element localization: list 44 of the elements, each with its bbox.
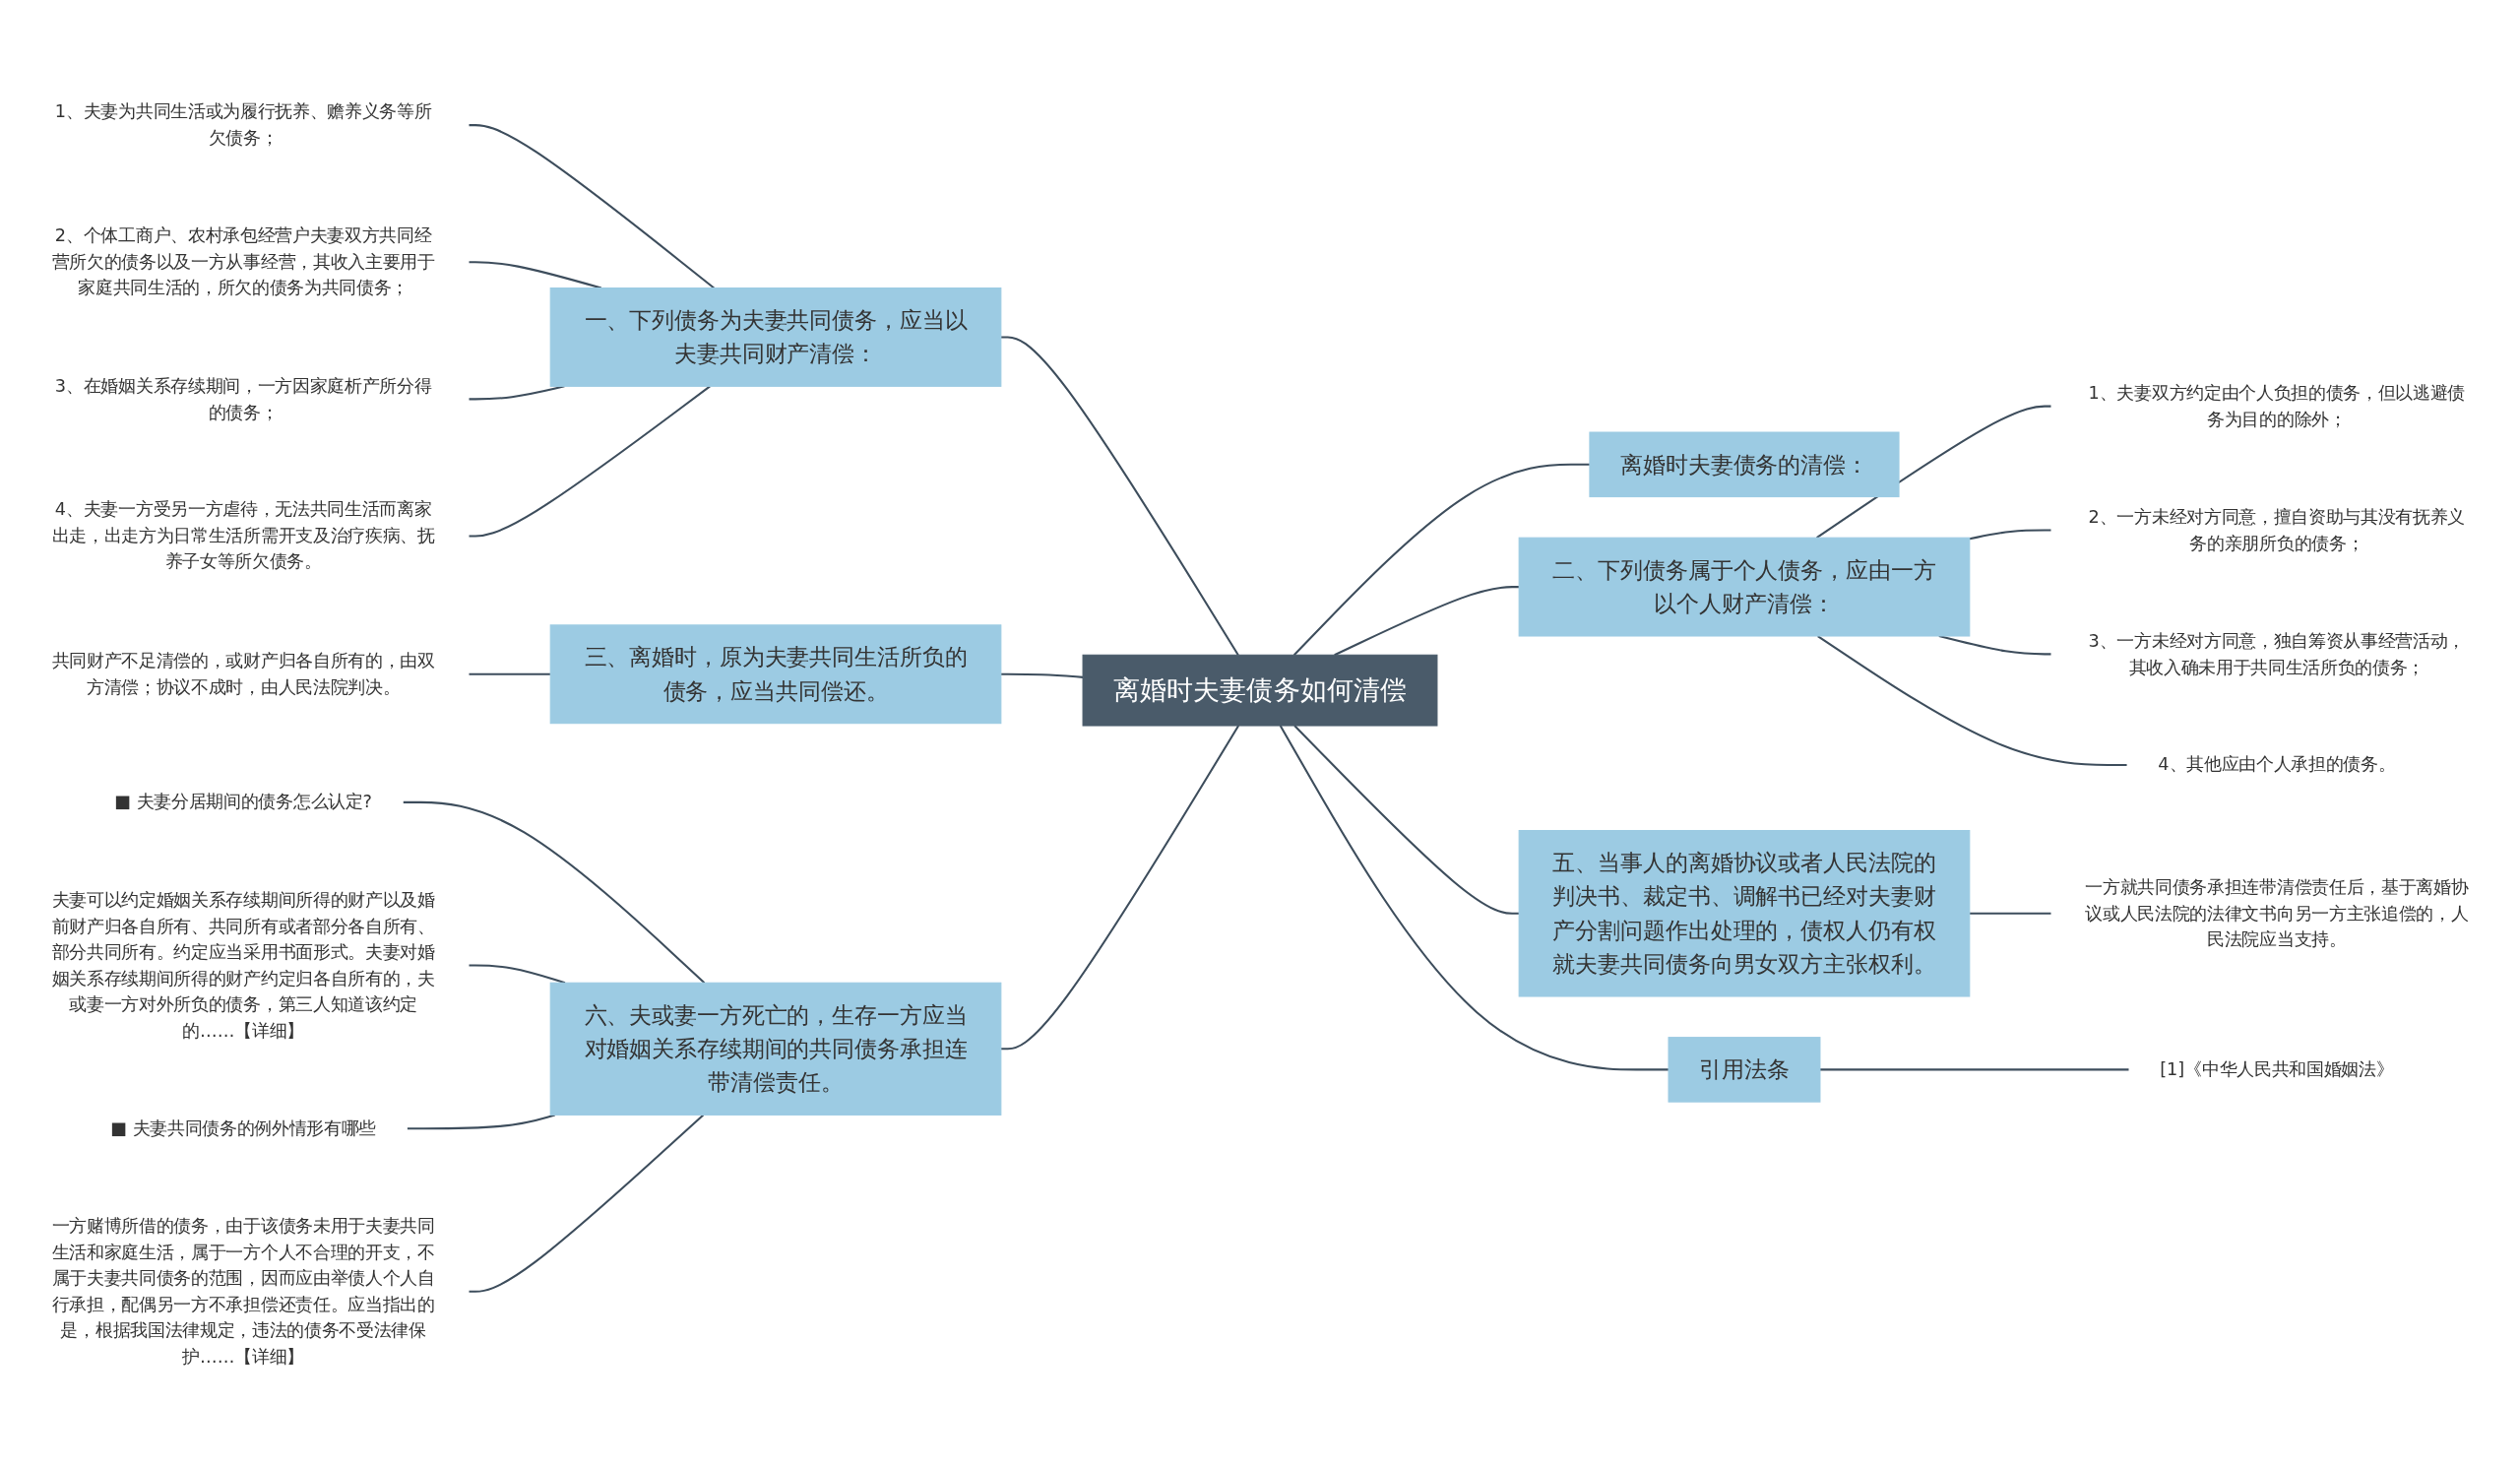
node-text: 2、一方未经对方同意，擅自资助与其没有抚养义务的亲朋所负的债务； — [2088, 505, 2466, 552]
node-text: 一方就共同债务承担连带清偿责任后，基于离婚协议或人民法院的法律文书向另一方主张追偿的，人民法院应当支持。 — [2085, 875, 2469, 949]
node-text: 4、夫妻一方受另一方虐待，无法共同生活而离家出走，出走方为日常生活所需开支及治疗疾病、抚养子女等所欠债务。 — [51, 498, 435, 572]
connector — [1334, 585, 1520, 656]
connector — [403, 800, 706, 984]
connector — [469, 1114, 705, 1293]
connector — [469, 385, 711, 537]
connector — [1000, 672, 1084, 678]
connector — [469, 123, 715, 288]
connector — [1000, 725, 1240, 1050]
connector — [1279, 725, 1669, 1070]
node-box: 离婚时夫妻债务如何清偿 — [1082, 654, 1438, 727]
node-box: 五、当事人的离婚协议或者人民法院的判决书、裁定书、调解书已经对夫妻财产分割问题作出处理的，债权人仍有权就夫妻共同债务向男女双方主张权利。 — [1518, 829, 1971, 997]
connector — [1969, 912, 2051, 915]
connector — [469, 260, 602, 288]
node-text: 4、其他应由个人承担的债务。 — [2158, 753, 2396, 775]
node-text: 一方赌博所借的债务，由于该债务未用于夫妻共同生活和家庭生活，属于一方个人不合理的开支，不属于夫妻共同债务的范围，因而应由举债人个人自行承担，配偶另一方不承担偿还责任。应当指出的是，根据我国法律规定，违法的债务不受法律保护……【详细】 — [51, 1214, 435, 1367]
connector — [469, 384, 565, 400]
connector — [1817, 634, 2128, 766]
connector — [1292, 463, 1590, 656]
connector — [1819, 1067, 2129, 1070]
node-box: 二、下列债务属于个人债务，应由一方以个人财产清偿： — [1518, 537, 1971, 637]
connector — [469, 672, 551, 675]
node-box: 一、下列债务为夫妻共同债务，应当以夫妻共同财产清偿： — [549, 287, 1002, 387]
node-text: 3、在婚姻关系存续期间，一方因家庭析产所分得的债务； — [54, 374, 432, 421]
connector — [1293, 724, 1520, 915]
node-box: 六、夫或妻一方死亡的，生存一方应当对婚姻关系存续期间的共同债务承担连带清偿责任。 — [549, 982, 1002, 1116]
node-text: ■ 夫妻分居期间的债务怎么认定? — [114, 791, 372, 812]
node-text: 共同财产不足清偿的，或财产归各自所有的，由双方清偿；协议不成时，由人民法院判决。 — [51, 649, 435, 697]
node-text: ■ 夫妻共同债务的例外情形有哪些 — [110, 1117, 377, 1138]
node-box: 三、离婚时，原为夫妻共同生活所负的债务，应当共同偿还。 — [549, 623, 1002, 724]
connector — [1969, 528, 2051, 540]
node-text: 3、一方未经对方同意，独自筹资从事经营活动，其收入确未用于共同生活所负的债务； — [2088, 629, 2466, 676]
node-text: 2、个体工商户、农村承包经营户夫妻双方共同经营所欠的债务以及一方从事经营，其收入主要用于家庭共同生活的，所欠的债务为共同债务； — [51, 224, 435, 297]
node-text: 1、夫妻双方约定由个人负担的债务，但以逃避债务为目的的除外； — [2088, 381, 2466, 429]
connector — [1938, 634, 2051, 655]
connector — [1000, 335, 1239, 656]
connector — [1816, 405, 2051, 539]
node-text: [1]《中华人民共和国婚姻法》 — [2160, 1057, 2394, 1079]
node-box: 离婚时夫妻债务的清偿： — [1589, 431, 1900, 497]
node-box: 引用法条 — [1668, 1036, 1821, 1103]
node-text: 夫妻可以约定婚姻关系存续期间所得的财产以及婚前财产归各自所有、共同所有或者部分各自所有、部分共同所有。约定应当采用书面形式。夫妻对婚姻关系存续期间所得的财产约定归各自所有的，夫或妻一方对外所负的债务，第三人知道该约定的……【详细】 — [51, 888, 435, 1040]
connector — [407, 1113, 555, 1129]
node-text: 1、夫妻为共同生活或为履行抚养、赡养义务等所欠债务； — [54, 100, 432, 148]
